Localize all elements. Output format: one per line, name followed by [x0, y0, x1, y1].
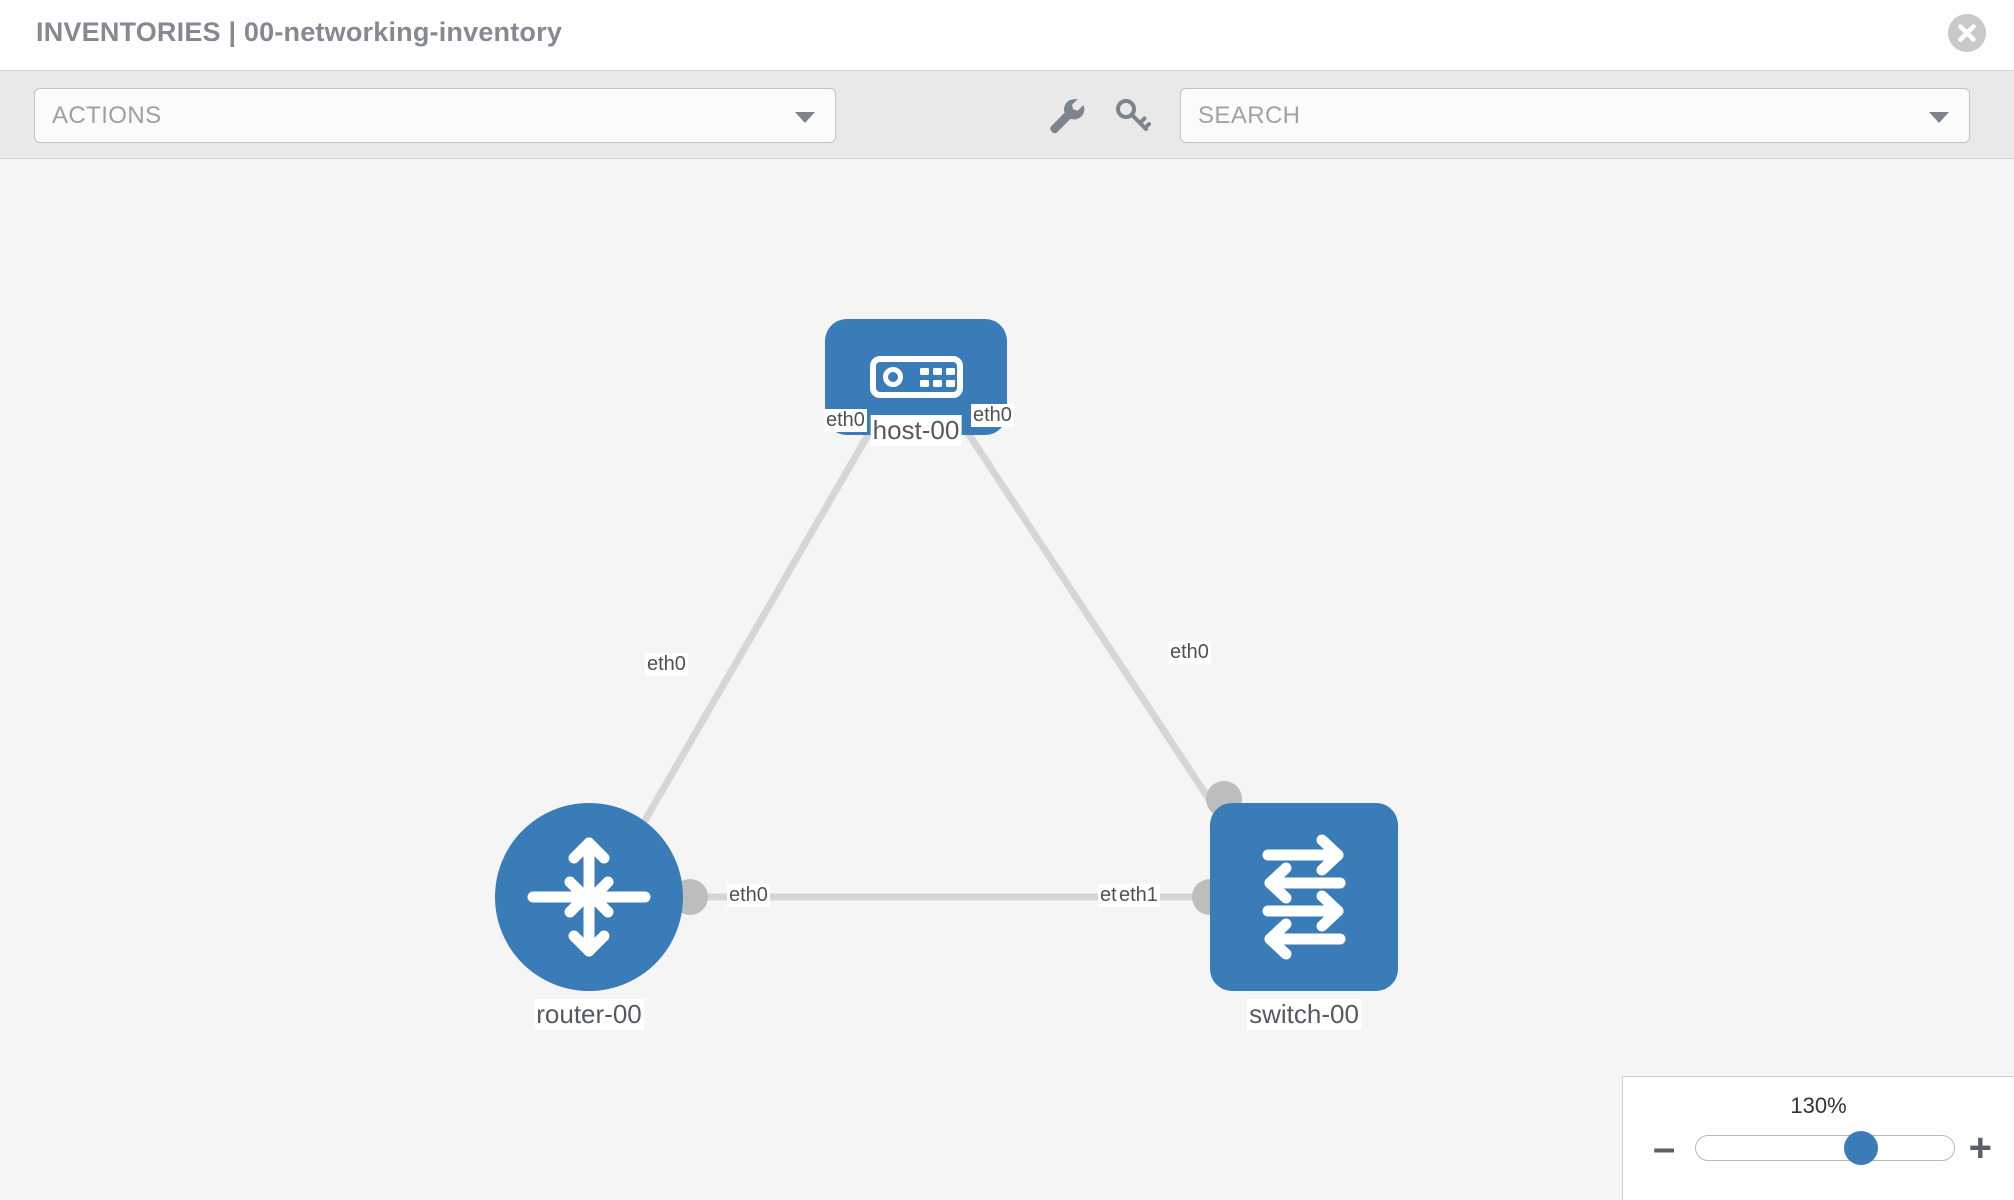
edge-label-host-right: eth0	[971, 404, 1014, 427]
zoom-in-button[interactable]: +	[1968, 1126, 1992, 1170]
wrench-icon[interactable]	[1043, 93, 1087, 137]
node-router-shape	[495, 803, 683, 991]
switch-arrows-icon	[1262, 834, 1346, 960]
edge-host-router	[636, 417, 880, 833]
page-title: INVENTORIES | 00-networking-inventory	[36, 17, 563, 47]
key-icon[interactable]	[1110, 93, 1154, 137]
zoom-slider-thumb[interactable]	[1844, 1131, 1878, 1165]
node-router-00[interactable]: router-00	[495, 803, 683, 1030]
edge-label-router-top: eth0	[645, 653, 688, 676]
toolbar: ACTIONS SEARCH	[0, 70, 2014, 159]
actions-dropdown[interactable]: ACTIONS	[34, 88, 836, 143]
page-header: INVENTORIES | 00-networking-inventory	[0, 0, 2014, 70]
node-label-host-00: host-00	[870, 415, 962, 446]
node-label-switch-00: switch-00	[1247, 999, 1361, 1030]
edge-host-switch	[956, 417, 1226, 823]
search-placeholder: SEARCH	[1198, 102, 1301, 129]
chevron-down-icon	[795, 111, 815, 123]
zoom-out-button[interactable]: –	[1653, 1126, 1676, 1170]
node-label-router-00: router-00	[534, 999, 644, 1030]
router-arrows-icon	[527, 837, 651, 957]
topology-canvas[interactable]: host-00 router-00	[0, 159, 2014, 1200]
zoom-slider[interactable]	[1695, 1131, 1955, 1165]
topology-edges	[636, 417, 1226, 901]
zoom-percent-label: 130%	[1790, 1093, 1847, 1118]
edge-label-switch-left: eth1	[1117, 884, 1160, 907]
node-switch-shape	[1210, 803, 1398, 991]
zoom-control: 130% – +	[1622, 1076, 2014, 1200]
node-switch-00[interactable]: switch-00	[1210, 803, 1398, 1030]
actions-dropdown-label: ACTIONS	[52, 102, 162, 129]
search-input[interactable]: SEARCH	[1180, 88, 1970, 143]
edge-label-switch-top: eth0	[1168, 641, 1211, 664]
chevron-down-icon[interactable]	[1929, 111, 1949, 123]
edge-label-host-left: eth0	[824, 409, 867, 432]
edge-label-router-right: eth0	[727, 884, 770, 907]
close-icon[interactable]	[1948, 14, 1986, 52]
server-icon	[870, 356, 963, 398]
